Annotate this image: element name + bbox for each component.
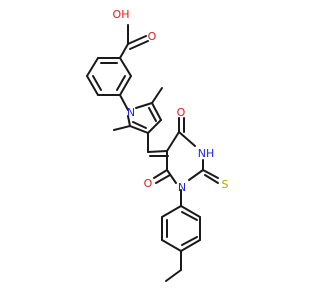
bond-pyr-c4-n3: [178, 131, 196, 147]
bond-pyrrole-c4-c3: [147, 119, 162, 134]
bond-cooh-c-o-2: [129, 40, 149, 50]
bond-ring2-1: [180, 205, 201, 218]
bond-pyr-c6-o: [153, 169, 168, 179]
bond-pyrrole-c3-c2: [129, 125, 149, 134]
bond-pyr-n1-c6: [166, 169, 177, 184]
molecule-structure: OH O N O NH O N S: [86, 8, 229, 282]
bond-ring1-2: [86, 57, 99, 77]
bond-pyrrole-c3-c2-inner: [132, 121, 147, 129]
bond-ring1-3-inner: [92, 75, 102, 91]
bond-pyrrole-c5-c4-inner: [148, 107, 157, 122]
atom-label-pyrrole-n: N: [127, 106, 135, 119]
bond-pyr-c2-n1: [188, 169, 204, 181]
atom-label-thione-s: S: [222, 178, 229, 191]
bond-ethyl-2: [165, 269, 182, 282]
bond-cooh-c-ring: [119, 43, 129, 59]
bond-ring2-1-inner: [181, 211, 198, 221]
bond-ring1-6: [119, 57, 132, 77]
atom-label-carboxyl-oh: OH: [113, 8, 130, 21]
bonds: [86, 24, 219, 282]
bond-ring1-5-inner: [116, 75, 126, 91]
bond-ring2-6: [161, 205, 182, 218]
atom-label-carboxyl-o: O: [148, 30, 157, 43]
atom-label-top-carbonyl-o: O: [177, 106, 186, 119]
bond-ring2-3: [180, 239, 201, 252]
atom-label-ring-n: N: [178, 181, 186, 194]
bond-cooh-c-o-1: [127, 35, 147, 45]
bond-ring2-4: [161, 239, 182, 252]
bond-pyr-c5-c4: [166, 131, 180, 152]
bond-ring1-pyrrole-n: [119, 94, 129, 111]
atom-labels: OH O N O NH O N S: [113, 8, 229, 194]
bond-pyr-c2-s: [202, 169, 219, 179]
bond-pyrrole-c2-n: [127, 115, 131, 127]
atom-label-bottom-carbonyl-o: O: [144, 177, 153, 190]
bond-methine-c5-double: [147, 150, 168, 153]
bond-pyrrole-c5-c4: [151, 102, 162, 121]
bond-pyrrole-n-c5: [135, 102, 153, 109]
bond-ring1-3: [86, 75, 99, 96]
bond-ring1-5: [119, 75, 132, 96]
bond-methyl-c2: [113, 125, 131, 131]
bond-methyl-c5: [151, 87, 163, 104]
bond-pyr-c6-o-inner: [155, 174, 171, 184]
bond-ring2-3-inner: [181, 236, 198, 246]
atom-label-nh: NH: [198, 147, 215, 160]
molecule-canvas: OH O N O NH O N S: [86, 8, 229, 282]
bond-pyr-c2-s-inner: [204, 174, 219, 184]
